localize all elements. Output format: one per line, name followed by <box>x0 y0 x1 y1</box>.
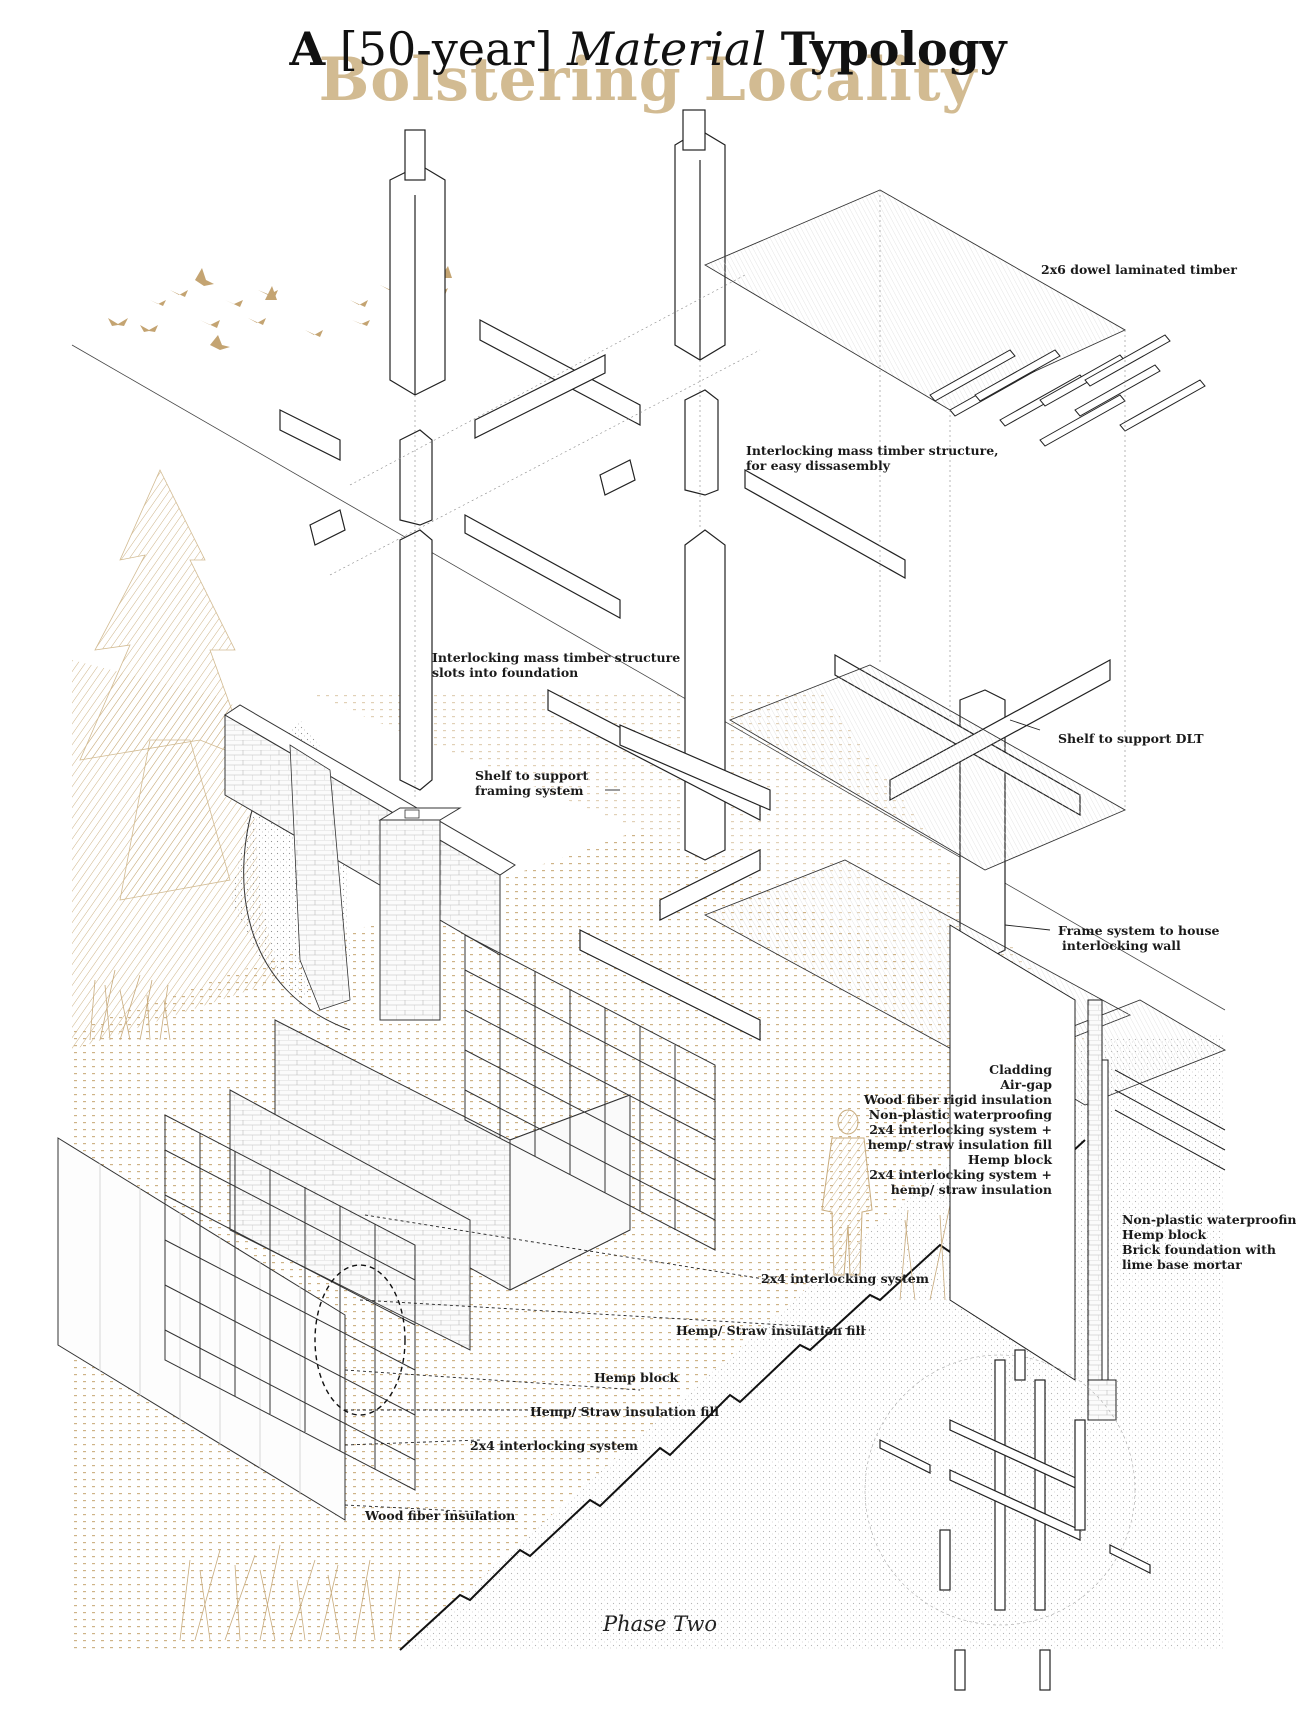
label-slots-foundation-line-1: Interlocking mass timber structure <box>432 650 681 665</box>
interlocking-grid-upper <box>464 934 716 1251</box>
label-interlock-system-b: 2x4 interlocking system <box>470 1438 638 1453</box>
leader-lines <box>344 719 1051 1513</box>
label-hemp-fill-a: Hemp/ Straw insulation fill <box>676 1323 865 1338</box>
label-frame-house-wall-line-2: interlocking wall <box>1062 938 1181 953</box>
subtitle-background-text: Bolstering Locality <box>318 45 978 115</box>
title-part-a: A <box>289 22 326 76</box>
pine-tree-illustration <box>79 469 251 901</box>
phase-caption: Phase Two <box>603 1612 717 1636</box>
label-interlock-system-a: 2x4 interlocking system <box>761 1271 929 1286</box>
title-part-material: Material <box>567 22 767 76</box>
label-interlock-structure: Interlocking mass timber structure, for … <box>746 443 999 473</box>
label-shelf-framing-line-1: Shelf to support <box>475 768 589 783</box>
label-interlock-structure-line-2: for easy dissasembly <box>746 458 890 473</box>
label-interlock-structure-line-1: Interlocking mass timber structure, <box>746 443 999 458</box>
dowel-detail <box>864 1349 1151 1691</box>
foundation-layer-2: Hemp block <box>1122 1227 1207 1242</box>
wall-layer-2: Air-gap <box>1000 1077 1052 1092</box>
label-foundation-layers: Non-plastic waterproofing Hemp block Bri… <box>1122 1212 1296 1272</box>
foundation-layer-1: Non-plastic waterproofing <box>1122 1212 1296 1227</box>
wall-layer-4: Non-plastic waterproofing <box>868 1107 1052 1122</box>
foundation-layer-3: Brick foundation with <box>1122 1242 1276 1257</box>
dlt-decks <box>703 189 1227 1106</box>
person-silhouette <box>821 1109 873 1276</box>
wall-layer-5: 2x4 interlocking system + <box>869 1122 1052 1137</box>
title-block: A [50-year] Material Typology <box>0 26 1296 72</box>
wall-layer-8: 2x4 interlocking system + <box>869 1167 1052 1182</box>
title-part-typology: Typology <box>780 22 1007 76</box>
wall-layer-6: hemp/ straw insulation fill <box>867 1137 1052 1152</box>
label-hemp-fill-b: Hemp/ Straw insulation fill <box>530 1404 719 1419</box>
label-frame-house-wall-line-1: Frame system to house <box>1058 923 1220 938</box>
brick-foundation-wall <box>224 704 516 1021</box>
wall-layer-9: hemp/ straw insulation <box>890 1182 1052 1197</box>
soil-pocket-outline <box>243 799 351 1031</box>
label-slots-foundation: Interlocking mass timber structure slots… <box>432 650 680 680</box>
title-part-years: [50-year] <box>339 22 553 76</box>
projection-lines <box>329 190 1126 810</box>
wall-layer-3: Wood fiber rigid insulation <box>863 1092 1052 1107</box>
site-line <box>71 344 1226 1011</box>
interlocking-grid-lower <box>164 1114 416 1491</box>
label-wall-layers: Cladding Air-gap Wood fiber rigid insula… <box>850 1062 1052 1197</box>
wall-layer-1: Cladding <box>989 1062 1052 1077</box>
label-shelf-framing-line-2: framing system <box>475 783 584 798</box>
label-wood-fiber: Wood fiber insulation <box>365 1508 516 1523</box>
hemp-block-wall <box>229 1019 631 1351</box>
wall-section <box>949 924 1226 1421</box>
label-shelf-dlt: Shelf to support DLT <box>1058 731 1204 746</box>
label-slots-foundation-line-2: slots into foundation <box>432 665 579 680</box>
wood-fiber-panel <box>57 1137 346 1521</box>
page-title: A [50-year] Material Typology <box>289 22 1006 76</box>
label-hemp-block: Hemp block <box>594 1370 679 1385</box>
dlt-slats <box>929 334 1206 447</box>
grass-edge <box>399 1139 1086 1651</box>
wall-layer-7: Hemp block <box>967 1152 1052 1167</box>
label-frame-house-wall: Frame system to house interlocking wall <box>1058 923 1219 953</box>
label-dlt: 2x6 dowel laminated timber <box>1041 262 1237 277</box>
foundation-layer-4: lime base mortar <box>1122 1257 1242 1272</box>
label-shelf-framing: Shelf to support framing system <box>475 768 588 798</box>
